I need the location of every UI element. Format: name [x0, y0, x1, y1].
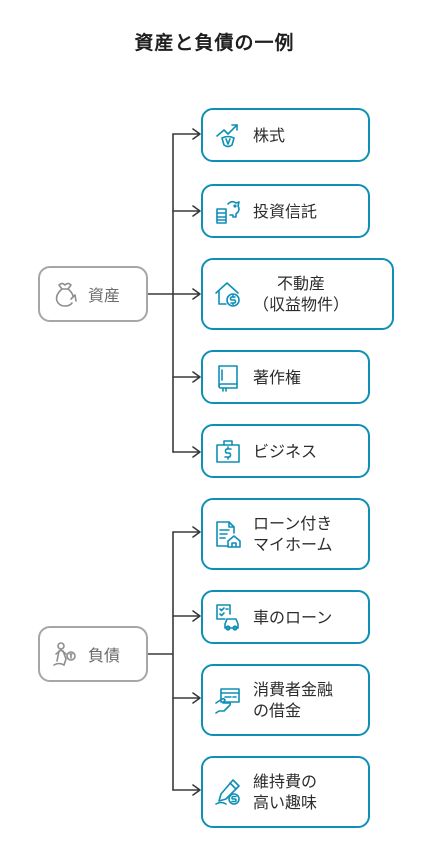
connector-branch-hobby [172, 784, 201, 796]
connector-trunk-assets [147, 133, 174, 453]
piggy-bank-icon [216, 200, 240, 224]
pen-dollar-icon [215, 779, 240, 805]
book-icon [218, 365, 238, 392]
stock-growth-icon [216, 124, 238, 148]
leaf-label-hobby: 維持費の 高い趣味 [253, 772, 318, 812]
mortgage-document-icon [216, 521, 241, 548]
leaf-label-realestate: 不動産 （収益物件） [253, 274, 350, 314]
connector-branch-stocks [172, 128, 201, 140]
root-label-liabilities: 負債 [88, 646, 121, 665]
leaf-node-stocks: 株式 [201, 108, 370, 162]
leaf-label-stocks: 株式 [253, 125, 286, 145]
connector-branch-copyright [172, 371, 201, 383]
money-bag-icon [55, 282, 77, 307]
leaf-label-consumer-loan: 消費者金融 の借金 [253, 680, 334, 720]
connector-branch-funds [172, 205, 201, 217]
connector-branch-mortgage [172, 526, 201, 538]
leaf-node-carloan: 車のローン [201, 590, 370, 644]
connector-branch-realestate [172, 288, 201, 300]
house-dollar-icon [215, 282, 240, 307]
leaf-node-consumer-loan: 消費者金融 の借金 [201, 664, 370, 736]
root-label-assets: 資産 [88, 286, 121, 305]
car-loan-icon [216, 604, 239, 631]
connector-trunk-liabilities [147, 531, 174, 791]
credit-card-hand-icon [215, 688, 240, 714]
leaf-node-business: ビジネス [201, 424, 370, 478]
root-node-assets: 資産 [38, 266, 148, 322]
leaf-node-copyright: 著作権 [201, 350, 370, 404]
leaf-node-realestate: 不動産 （収益物件） [201, 258, 394, 330]
root-node-liabilities: 負債 [38, 626, 148, 682]
leaf-label-business: ビジネス [253, 441, 318, 461]
leaf-node-mortgage: ローン付き マイホーム [201, 498, 370, 570]
leaf-label-carloan: 車のローン [253, 607, 333, 627]
leaf-label-copyright: 著作権 [253, 367, 302, 387]
leaf-label-mortgage: ローン付き マイホーム [253, 514, 333, 554]
connector-branch-business [172, 446, 201, 458]
leaf-node-funds: 投資信託 [201, 184, 370, 238]
page-title: 資産と負債の一例 [134, 32, 295, 54]
briefcase-dollar-icon [216, 440, 240, 463]
debt-icon [53, 642, 76, 666]
leaf-label-funds: 投資信託 [253, 201, 318, 221]
connector-branch-carloan [172, 610, 201, 622]
connector-branch-consumer [172, 692, 201, 704]
leaf-node-hobby: 維持費の 高い趣味 [201, 756, 370, 828]
